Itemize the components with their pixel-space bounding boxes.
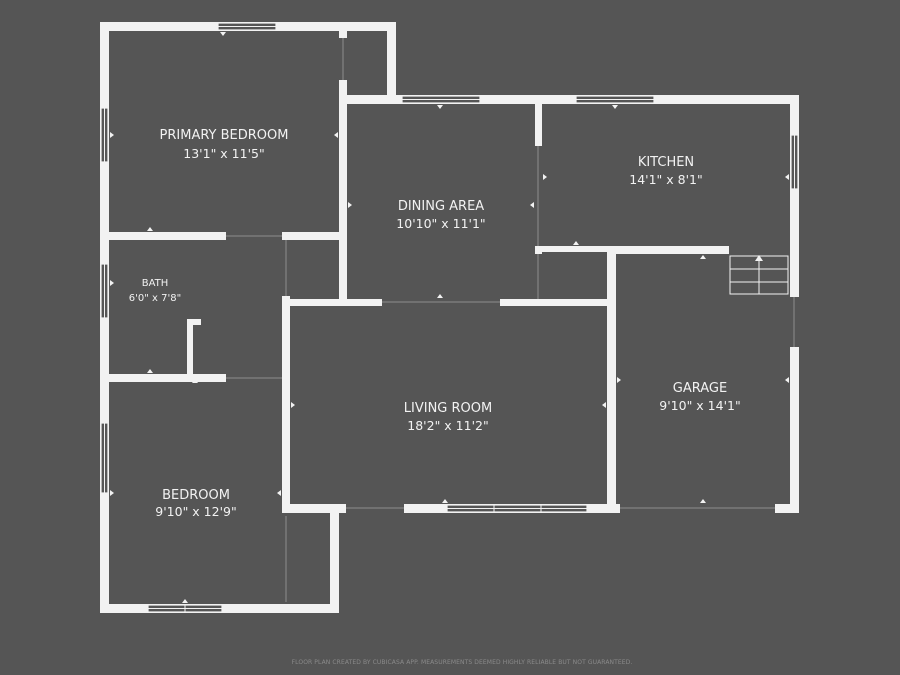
window-kitchen-right bbox=[790, 134, 799, 190]
room-name: BATH bbox=[142, 278, 169, 289]
wall-bath-right bbox=[282, 232, 290, 513]
room-dimensions: 10'10" x 11'1" bbox=[396, 216, 485, 231]
wall-top-dining-kitchen bbox=[342, 95, 799, 104]
wall-notch-right bbox=[387, 22, 396, 104]
footer-disclaimer: FLOOR PLAN CREATED BY CUBICASA APP. MEAS… bbox=[292, 659, 633, 666]
window-primary-left bbox=[100, 107, 109, 163]
window-dining-top bbox=[401, 95, 481, 104]
garage-stairs bbox=[729, 255, 789, 295]
room-name: BEDROOM bbox=[162, 488, 230, 503]
dimension-markers bbox=[110, 32, 789, 603]
window-bedroom-left bbox=[100, 422, 109, 494]
wall-bath-stub bbox=[187, 319, 201, 325]
room-bath: BATH 6'0" x 7'8" bbox=[129, 278, 181, 304]
room-dimensions: 14'1" x 8'1" bbox=[629, 172, 702, 187]
room-primary-bedroom: PRIMARY BEDROOM 13'1" x 11'5" bbox=[160, 128, 289, 161]
walls bbox=[100, 22, 799, 613]
room-name: GARAGE bbox=[673, 381, 727, 396]
wall-primary-dining bbox=[339, 31, 347, 306]
room-dimensions: 9'10" x 12'9" bbox=[155, 504, 236, 519]
wall-living-garage bbox=[607, 252, 616, 513]
door-pantry bbox=[542, 252, 607, 254]
room-dining-area: DINING AREA 10'10" x 11'1" bbox=[396, 199, 485, 231]
room-dimensions: 9'10" x 14'1" bbox=[659, 398, 740, 413]
window-bedroom-bottom bbox=[147, 604, 223, 613]
room-name: LIVING ROOM bbox=[404, 401, 492, 416]
window-living-bottom bbox=[446, 504, 588, 513]
wall-bath-bottom bbox=[100, 374, 290, 382]
window-kitchen-top bbox=[575, 95, 655, 104]
room-garage: GARAGE 9'10" x 14'1" bbox=[659, 381, 740, 413]
room-name: DINING AREA bbox=[398, 199, 484, 214]
room-bedroom: BEDROOM 9'10" x 12'9" bbox=[155, 488, 236, 519]
room-dimensions: 6'0" x 7'8" bbox=[129, 293, 181, 304]
wall-primary-bottom bbox=[100, 232, 346, 240]
room-name: KITCHEN bbox=[638, 155, 694, 170]
wall-kitchen-bottom bbox=[535, 246, 729, 254]
window-primary-top bbox=[217, 22, 277, 31]
wall-closet-right bbox=[330, 504, 339, 613]
wall-bath-stub-v bbox=[187, 319, 193, 380]
windows bbox=[100, 22, 799, 613]
wall-kitchen-pantry bbox=[607, 250, 616, 306]
room-dimensions: 18'2" x 11'2" bbox=[407, 418, 488, 433]
room-dimensions: 13'1" x 11'5" bbox=[183, 146, 264, 161]
room-name: PRIMARY BEDROOM bbox=[160, 128, 289, 143]
window-bath-left bbox=[100, 263, 109, 319]
room-living-room: LIVING ROOM 18'2" x 11'2" bbox=[404, 401, 492, 433]
doors bbox=[226, 38, 799, 602]
room-kitchen: KITCHEN 14'1" x 8'1" bbox=[629, 155, 702, 187]
